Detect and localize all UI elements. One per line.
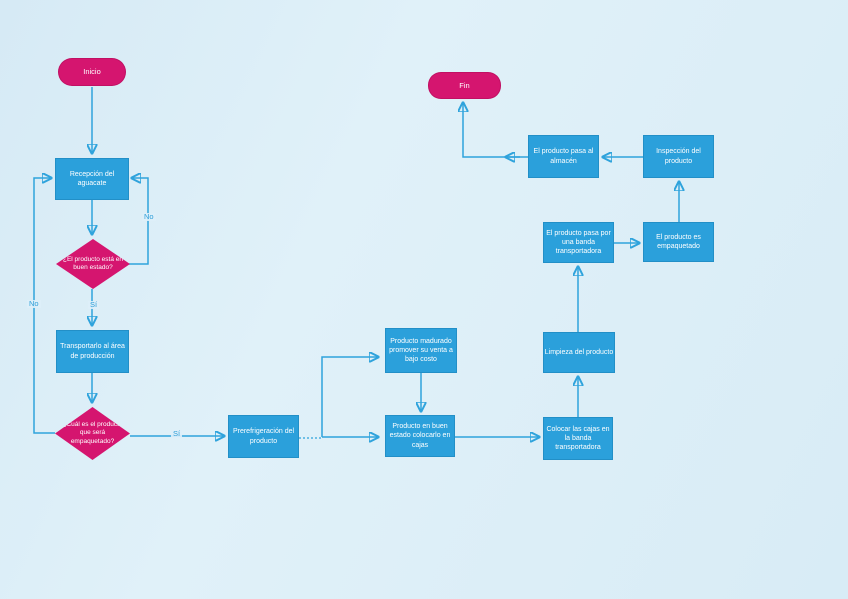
node-almacen-label: El producto pasa al almacén: [533, 148, 594, 165]
node-empaquetado-label: El producto es empaquetado: [656, 233, 701, 250]
node-fin-label: Fin: [459, 80, 470, 90]
node-buen-estado-cajas[interactable]: Producto en buen estado colocarlo en caj…: [385, 415, 455, 457]
edge-label-no-estado[interactable]: No: [142, 212, 156, 222]
node-buen-estado-cajas-label: Producto en buen estado colocarlo en caj…: [389, 423, 451, 449]
node-madurado-label: Producto madurado promover su venta a ba…: [389, 337, 453, 364]
node-colocar-cajas[interactable]: Colocar las cajas en la banda transporta…: [543, 417, 613, 460]
connector-branch-madurado[interactable]: [321, 357, 378, 437]
node-inicio-label: Inicio: [83, 67, 101, 77]
edge-label-no-empaque[interactable]: No: [27, 299, 41, 309]
edge-label-si-estado[interactable]: Sí: [88, 300, 100, 310]
node-recepcion[interactable]: Recepción del aguacate: [55, 158, 129, 200]
node-transporte[interactable]: Transportarlo al área de producción: [56, 330, 129, 373]
connector-almacen-fin[interactable]: [463, 103, 528, 158]
node-fin[interactable]: Fin: [428, 72, 501, 99]
node-transporte-label: Transportarlo al área de producción: [60, 343, 125, 360]
node-inicio[interactable]: Inicio: [58, 58, 126, 86]
node-madurado[interactable]: Producto madurado promover su venta a ba…: [385, 328, 457, 373]
edge-label-si-empaque[interactable]: Sí: [171, 429, 183, 439]
node-colocar-cajas-label: Colocar las cajas en la banda transporta…: [546, 425, 610, 452]
node-banda[interactable]: El producto pasa por una banda transport…: [543, 222, 614, 263]
node-limpieza[interactable]: Limpieza del producto: [543, 332, 615, 373]
node-decision-estado-label: ¿El producto está en buen estado?: [63, 255, 123, 271]
node-almacen[interactable]: El producto pasa al almacén: [528, 135, 599, 178]
node-decision-empaque-label: ¿Cuál es el producto que será empaquetad…: [62, 421, 123, 445]
node-prerefrigeracion[interactable]: Prerefrigeración del producto: [228, 415, 299, 458]
node-inspeccion-label: Inspección del producto: [656, 148, 701, 165]
node-prerefrigeracion-label: Prerefrigeración del producto: [232, 428, 295, 445]
node-recepcion-label: Recepción del aguacate: [69, 170, 115, 187]
node-empaquetado[interactable]: El producto es empaquetado: [643, 222, 714, 262]
node-limpieza-label: Limpieza del producto: [544, 348, 614, 356]
node-banda-label: El producto pasa por una banda transport…: [546, 229, 611, 256]
node-inspeccion[interactable]: Inspección del producto: [643, 135, 714, 178]
